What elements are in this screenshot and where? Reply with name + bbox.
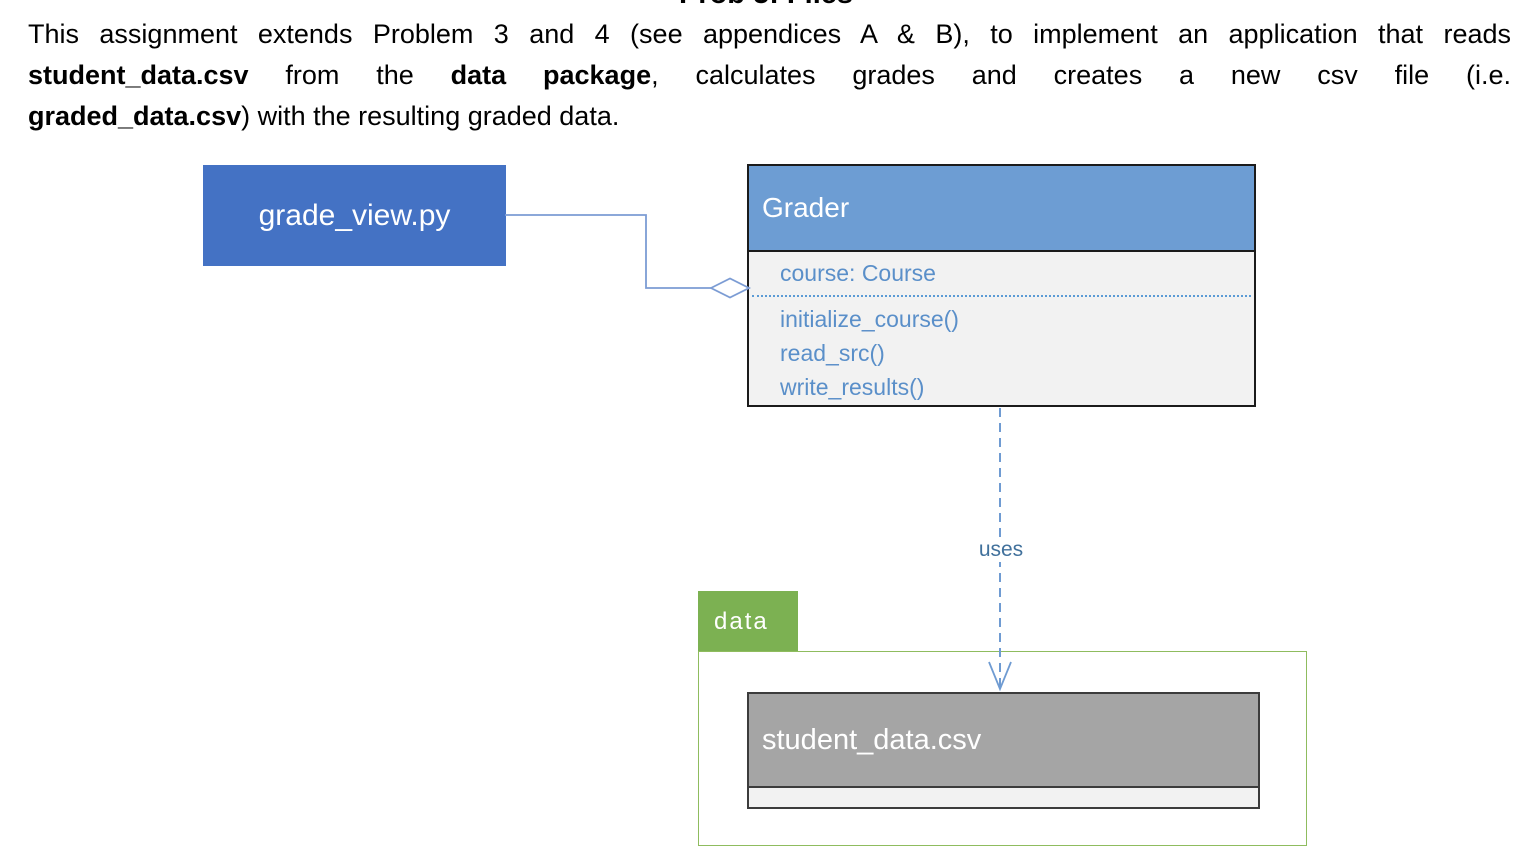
page-title: Prob 5: Files [0, 0, 1532, 12]
grader-attribute-course: course: Course [780, 260, 936, 286]
grader-class-body: course: Course initialize_course() read_… [749, 252, 1254, 405]
paragraph-text: This assignment extends Problem 3 and 4 … [28, 19, 1511, 49]
data-package-body [698, 651, 1307, 846]
paragraph-text: ) with the resulting graded data. [241, 101, 620, 131]
filename-graded-data: graded_data.csv [28, 101, 242, 131]
module-box-label: grade_view.py [258, 198, 451, 232]
grader-class-name: Grader [762, 192, 850, 223]
artifact-label: student_data.csv [762, 723, 982, 756]
data-package-term: data package [450, 60, 652, 90]
grader-method-initialize-course: initialize_course() [780, 306, 959, 332]
paragraph-line-3: graded_data.csv) with the resulting grad… [28, 96, 1511, 137]
grader-method-read-src: read_src() [780, 340, 885, 366]
grader-class-box: Grader course: Course initialize_course(… [747, 164, 1256, 407]
grader-class-header: Grader [749, 166, 1254, 252]
artifact-header: student_data.csv [749, 694, 1258, 786]
uses-label-text: uses [978, 538, 1024, 561]
paragraph-line-2: student_data.csv from the data package, … [28, 55, 1511, 96]
assignment-paragraph: This assignment extends Problem 3 and 4 … [28, 14, 1511, 137]
attribute-method-separator [752, 295, 1251, 297]
data-package-label: data [714, 607, 769, 635]
grader-method-write-results: write_results() [780, 374, 925, 400]
aggregation-connector-line [505, 214, 711, 289]
artifact-footer [749, 786, 1258, 807]
paragraph-text: , calculates grades and creates a new cs… [651, 60, 1511, 90]
artifact-box-student-data: student_data.csv [747, 692, 1260, 809]
filename-student-data: student_data.csv [28, 60, 249, 90]
aggregation-diamond-icon [708, 277, 752, 299]
paragraph-line-1: This assignment extends Problem 3 and 4 … [28, 14, 1511, 55]
grader-method-list: initialize_course() read_src() write_res… [749, 297, 1254, 404]
data-package-tab: data [698, 591, 798, 652]
paragraph-text: from the [248, 60, 451, 90]
module-box-grade-view: grade_view.py [203, 165, 506, 266]
uses-label: uses [976, 538, 1026, 562]
